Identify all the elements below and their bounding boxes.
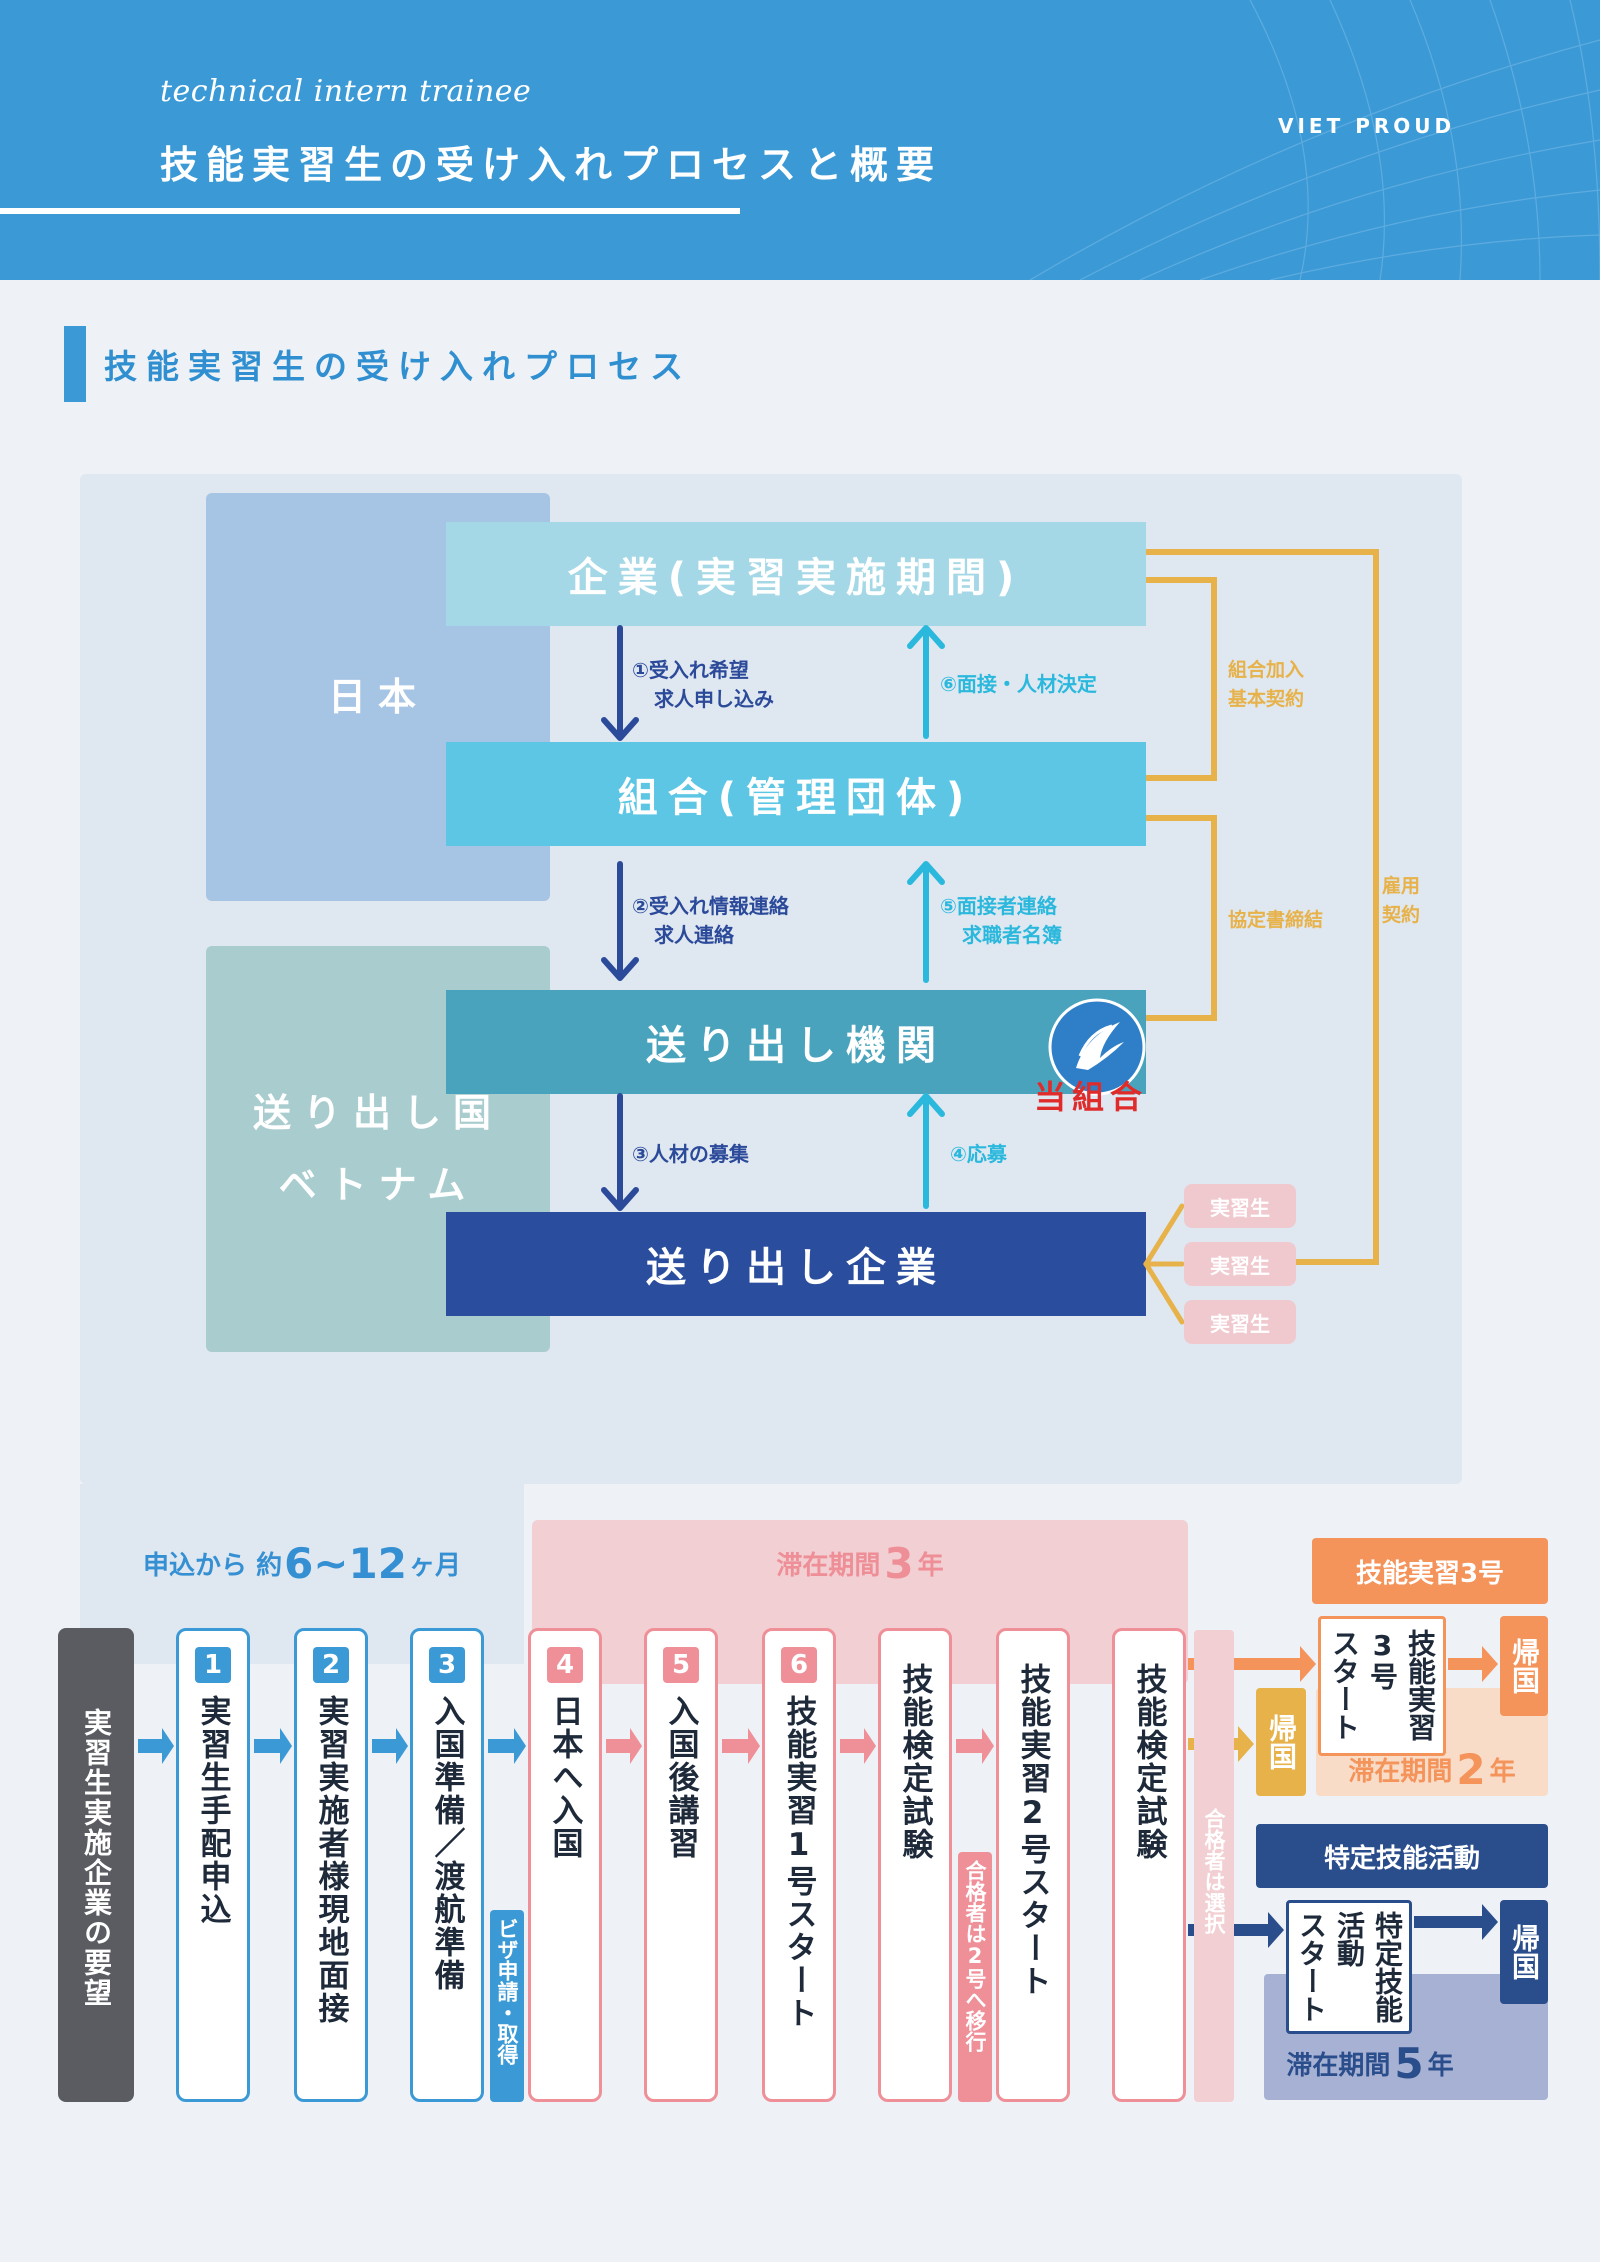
step-number-badge: 4 xyxy=(547,1647,583,1683)
brand-name: VIET PROUD xyxy=(1278,114,1456,138)
timeline-step-2: 2 実習実施者様現地面接 xyxy=(294,1628,368,2102)
arrow-down-1-head xyxy=(601,717,639,741)
pass-note-2: 合格者は2号へ移行 xyxy=(958,1852,992,2102)
step-number-badge: 1 xyxy=(195,1647,231,1683)
timeline-step-label: 入国後講習 xyxy=(662,1695,699,1860)
org-union: 組合(管理団体) xyxy=(446,742,1146,846)
timeline-arrow xyxy=(1188,1646,1316,1682)
stay-3-band xyxy=(532,1520,1188,1684)
arrow-down-2-head xyxy=(601,957,639,981)
org-sending-company-label: 送り出し企業 xyxy=(646,1245,946,1291)
return-box-specified: 帰国 xyxy=(1500,1900,1548,2004)
org-company-label: 企業(実習実施期間) xyxy=(567,555,1025,601)
union-logo-icon xyxy=(1048,998,1146,1096)
request-column-label: 実習生実施企業の要望 xyxy=(80,1708,113,2008)
step-6-label: ⑥面接・人材決定 xyxy=(940,672,1097,696)
pass-note-select: 合格者は選択 xyxy=(1194,1630,1234,2102)
section-title: 技能実習生の受け入れプロセス xyxy=(104,347,692,386)
contract-label-union-membership: 組合加入 基本契約 xyxy=(1228,659,1305,710)
arrow-up-5-head xyxy=(907,861,945,885)
page-header: technical intern trainee 技能実習生の受け入れプロセスと… xyxy=(0,0,1600,280)
trainee-pill-1: 実習生 xyxy=(1184,1184,1296,1228)
step-number-badge: 3 xyxy=(429,1647,465,1683)
arrow-up-4-head xyxy=(907,1093,945,1117)
timeline-step-5: 5 入国後講習 xyxy=(644,1628,718,2102)
timeline-step-7: 技能検定試験 xyxy=(878,1628,952,2102)
step-5-label: ⑤面接者連絡 求職者名簿 xyxy=(940,894,1062,947)
step-1-label: ①受入れ希望 求人申し込み xyxy=(632,658,774,711)
trainee-pill-2: 実習生 xyxy=(1184,1242,1296,1286)
arrow-up-6-head xyxy=(907,625,945,649)
contract-label-agreement: 協定書締結 xyxy=(1228,909,1324,931)
timeline-step-label: 技能検定試験 xyxy=(896,1663,933,1861)
timeline-arrow xyxy=(488,1728,526,1764)
step-2-label: ②受入れ情報連絡 求人連絡 xyxy=(632,894,789,947)
step-number-badge: 5 xyxy=(663,1647,699,1683)
timeline-step-label: 技能検定試験 xyxy=(1130,1663,1167,1861)
contract-line-3 xyxy=(1146,549,1379,1265)
org-union-label: 組合(管理団体) xyxy=(617,775,975,821)
timeline-step-label: 実習生手配申込 xyxy=(194,1695,231,1926)
header-rule xyxy=(0,208,740,214)
timeline-step-label: 技能実習1号スタート xyxy=(780,1695,817,2030)
org-sending-company: 送り出し企業 xyxy=(446,1212,1146,1316)
org-agency: 送り出し機関 xyxy=(446,990,1146,1094)
timeline-arrow xyxy=(254,1728,292,1764)
org-agency-label: 送り出し機関 xyxy=(646,1023,946,1069)
timeline-step-6: 6 技能実習1号スタート xyxy=(762,1628,836,2102)
step-4-label: ④応募 xyxy=(950,1142,1007,1166)
timeline-arrow xyxy=(1448,1646,1498,1682)
header-title: 技能実習生の受け入れプロセスと概要 xyxy=(160,143,943,187)
timeline-step-8: 技能実習2号スタート xyxy=(996,1628,1070,2102)
timeline-arrow xyxy=(606,1728,642,1764)
timeline-step-4: 4 日本へ入国 xyxy=(528,1628,602,2102)
tech3-header: 技能実習3号 xyxy=(1312,1538,1548,1604)
timeline-step-3: 3 入国準備／渡航準備 xyxy=(410,1628,484,2102)
flow-arrows xyxy=(601,549,1379,1325)
timeline-step-9: 技能検定試験 xyxy=(1112,1628,1186,2102)
timeline-step-1: 1 実習生手配申込 xyxy=(176,1628,250,2102)
timeline-step-label: 技能実習2号スタート xyxy=(1014,1663,1051,1998)
org-company: 企業(実習実施期間) xyxy=(446,522,1146,626)
contract-line-2 xyxy=(1146,815,1217,1021)
timeline-arrow xyxy=(1188,1912,1284,1948)
our-union-label: 当組合 xyxy=(1034,1078,1149,1116)
arrow-down-3-head xyxy=(601,1187,639,1211)
trainee-pill-3: 実習生 xyxy=(1184,1300,1296,1344)
step-number-badge: 2 xyxy=(313,1647,349,1683)
region-sending-label-1: 送り出し国 xyxy=(252,1091,503,1135)
timeline-arrow xyxy=(722,1728,760,1764)
contract-label-employment: 雇用 契約 xyxy=(1382,875,1421,926)
timeline-arrow xyxy=(1414,1904,1498,1940)
region-japan-label: 日本 xyxy=(327,675,428,719)
section-accent-bar xyxy=(64,326,86,402)
visa-note: ビザ申請・取得 xyxy=(490,1910,524,2102)
timeline-arrow xyxy=(840,1728,876,1764)
header-script-title: technical intern trainee xyxy=(160,74,532,109)
region-sending-label-2: ベトナム xyxy=(278,1163,478,1207)
grid-decoration xyxy=(1029,0,1600,280)
timeline-step-label: 入国準備／渡航準備 xyxy=(428,1695,465,1992)
return-box-3years: 帰国 xyxy=(1256,1688,1306,1796)
request-column: 実習生実施企業の要望 xyxy=(58,1628,134,2102)
step-3-label: ③人材の募集 xyxy=(632,1142,749,1166)
specified-header: 特定技能活動 xyxy=(1256,1824,1548,1888)
timeline-step-label: 実習実施者様現地面接 xyxy=(312,1695,349,2025)
contract-line-1 xyxy=(1146,577,1217,781)
step-number-badge: 6 xyxy=(781,1647,817,1683)
return-box-tech3: 帰国 xyxy=(1500,1616,1548,1716)
specified-start-box: スタート活動特定技能 xyxy=(1286,1900,1412,2034)
timeline-step-label: 日本へ入国 xyxy=(546,1695,583,1860)
timeline-arrow xyxy=(372,1728,408,1764)
timeline-arrow xyxy=(956,1728,994,1764)
timeline-arrow xyxy=(138,1728,174,1764)
